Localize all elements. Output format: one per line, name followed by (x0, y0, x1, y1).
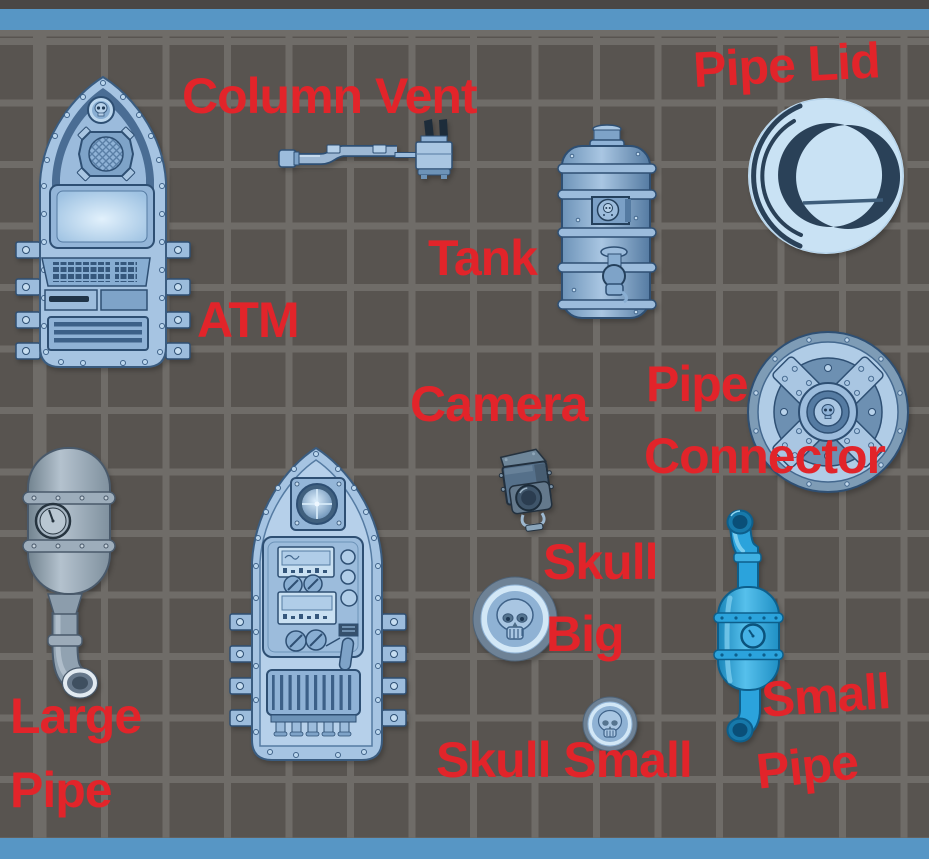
skull-big-model[interactable] (466, 570, 562, 670)
label-atm: ATM (197, 292, 300, 348)
label-skull-big-line2: Big (546, 606, 625, 662)
control-panel-model[interactable] (228, 438, 408, 773)
panel-dials (340, 549, 358, 607)
label-small-pipe-line1: Small (759, 663, 892, 728)
tank-rivets (569, 151, 641, 315)
label-large-pipe-line1: Large (10, 688, 142, 744)
panel-rivets (253, 451, 381, 758)
connector-hub-skull (821, 404, 835, 419)
atm-vent (47, 316, 149, 351)
tank-model[interactable] (548, 120, 666, 338)
atm-model[interactable] (15, 70, 205, 400)
panel-display-2 (277, 591, 337, 625)
pipe-connector-model[interactable] (736, 330, 918, 498)
tank-gauge-panel (591, 196, 631, 225)
skull-big-face (496, 598, 534, 640)
large-pipe-model[interactable] (10, 440, 125, 742)
connector-rim-rivets (753, 337, 903, 487)
label-large-pipe-line2: Pipe (10, 762, 113, 818)
atm-grate (76, 126, 136, 182)
atm-card-slot (44, 289, 148, 311)
tank-spigot (600, 246, 629, 304)
label-skull-big-line1: Skull (543, 534, 658, 590)
panel-display-1 (277, 546, 335, 578)
panel-porthole (290, 477, 346, 531)
label-pipe-connector-line1: Pipe (646, 356, 749, 412)
camera-model[interactable] (493, 446, 565, 534)
skull-small-face (597, 709, 623, 738)
panel-brackets (229, 613, 407, 727)
build-plate-back-edge (0, 9, 929, 30)
label-small-pipe-line2: Pipe (753, 733, 861, 800)
atm-keyboard (41, 257, 151, 287)
skull-small-model[interactable] (576, 690, 642, 758)
atm-skull-medallion (87, 96, 115, 124)
tank-bands (557, 163, 657, 310)
atm-rivets (41, 80, 165, 366)
connector-bolts (780, 364, 876, 460)
label-tank: Tank (428, 230, 538, 286)
small-pipe-model[interactable] (710, 503, 788, 751)
panel-knobs-2 (285, 629, 341, 652)
pipe-lid-model[interactable] (738, 93, 910, 261)
small-pipe-bands (713, 612, 784, 661)
build-plate-front-edge (0, 838, 929, 859)
large-pipe-gauge (34, 502, 72, 540)
label-pipe-lid: Pipe Lid (691, 32, 881, 98)
large-pipe-bands (22, 491, 116, 553)
background-strip (0, 0, 929, 9)
column-vent-model[interactable] (275, 118, 455, 183)
label-skull-small: Skull Small (436, 732, 693, 788)
label-column-vent: Column Vent (182, 68, 478, 124)
small-pipe-gauge (740, 623, 766, 649)
label-camera: Camera (410, 376, 588, 432)
label-pipe-connector-line2: Connector (644, 428, 886, 484)
panel-vent-grille (266, 669, 361, 737)
